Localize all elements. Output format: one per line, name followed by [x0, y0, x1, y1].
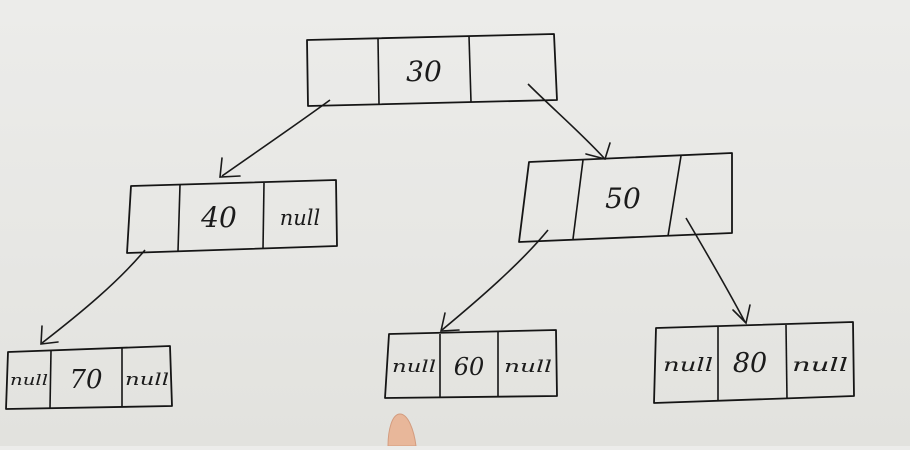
- arrowhead-icon: [439, 312, 460, 332]
- node-right-pointer: null: [792, 354, 848, 376]
- edge-50-to-80: [685, 217, 751, 325]
- edge-30-to-40: [219, 99, 331, 178]
- arrowhead-icon: [732, 304, 751, 325]
- tree-node: 30: [306, 33, 558, 107]
- edge-line: [221, 99, 331, 177]
- node-value: 50: [605, 182, 641, 215]
- edge-line: [685, 217, 746, 323]
- node-value: 60: [454, 353, 485, 381]
- edge-30-to-50: [527, 83, 611, 160]
- node-value: 30: [406, 55, 442, 88]
- node-divider: [468, 35, 472, 103]
- node-value: 40: [200, 201, 237, 234]
- node-divider: [177, 184, 181, 252]
- tree-node: null 80 null: [653, 321, 855, 404]
- node-divider: [49, 350, 52, 409]
- node-divider: [667, 155, 682, 237]
- tree-node: null 60 null: [384, 329, 558, 399]
- node-left-pointer: null: [663, 354, 713, 376]
- node-right-pointer: null: [125, 370, 169, 390]
- node-value: 70: [69, 365, 102, 395]
- fingertip-icon: [387, 413, 417, 447]
- node-right-pointer: null: [504, 357, 552, 377]
- node-divider: [572, 159, 584, 240]
- arrowhead-icon: [40, 325, 59, 345]
- node-value: 80: [733, 348, 767, 379]
- node-left-pointer: null: [392, 357, 436, 377]
- edge-line: [527, 83, 605, 159]
- edge-line: [441, 229, 549, 331]
- tree-node: null 70 null: [5, 345, 173, 410]
- node-box: [5, 345, 173, 410]
- node-box: [653, 321, 855, 404]
- node-box: [306, 33, 558, 107]
- node-divider: [377, 37, 380, 105]
- node-right-pointer: null: [280, 206, 320, 230]
- edge-line: [41, 249, 146, 344]
- node-divider: [785, 324, 788, 400]
- edge-50-to-60: [439, 229, 549, 332]
- edge-40-to-70: [40, 249, 146, 345]
- tree-node: 50: [518, 152, 733, 243]
- node-box: [384, 329, 558, 399]
- node-box: [518, 152, 733, 243]
- tree-node: 40 null: [126, 179, 338, 254]
- node-left-pointer: null: [10, 371, 48, 389]
- arrowhead-icon: [219, 157, 241, 178]
- node-box: [126, 179, 338, 254]
- node-divider: [262, 182, 265, 250]
